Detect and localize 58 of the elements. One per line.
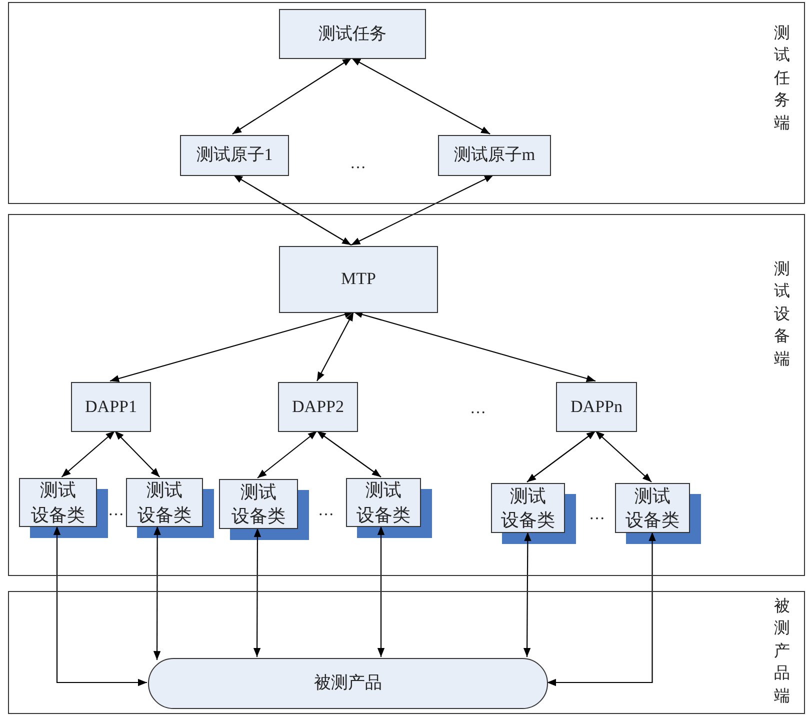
arrow (316, 312, 354, 382)
ellipsis-text: … (470, 400, 486, 418)
box-label: 测试设备类 (626, 484, 680, 532)
arrow (526, 430, 596, 482)
ellipsis-text: … (108, 502, 124, 520)
box-label: 测试设备类 (232, 480, 286, 528)
box-label: 测试设备类 (356, 479, 410, 526)
arrow (114, 430, 160, 478)
arrow (595, 430, 652, 482)
arrow (53, 526, 147, 686)
arrow (523, 532, 532, 657)
arrow (61, 430, 116, 478)
process-box (219, 479, 298, 529)
process-box (346, 478, 421, 527)
arrow (353, 311, 596, 382)
section-title: 测试任务端 (774, 24, 790, 134)
product-box (148, 658, 548, 709)
process-box (71, 382, 151, 432)
section-band (8, 214, 805, 576)
process-box (279, 9, 426, 59)
arrow (547, 532, 656, 686)
arrow (253, 528, 262, 657)
arrow (377, 526, 385, 657)
ellipsis-text: … (318, 502, 334, 520)
box-label: MTP (341, 268, 376, 290)
section-title: 测试设备端 (774, 260, 790, 370)
arrow (233, 174, 352, 246)
box-label: DAPP1 (85, 396, 137, 418)
box-label: 测试任务 (318, 22, 386, 45)
arrow (257, 430, 318, 478)
box-label: 测试原子m (454, 144, 536, 166)
process-box (491, 483, 565, 533)
arrow (110, 311, 354, 382)
section-band (8, 2, 805, 204)
process-box (279, 246, 438, 313)
process-box (180, 135, 289, 176)
box-label: 测试设备类 (501, 484, 555, 532)
process-box (556, 382, 637, 432)
arrow (153, 526, 161, 660)
arrow (316, 430, 382, 478)
section-band (8, 591, 805, 714)
process-box (19, 478, 97, 527)
arrow (351, 58, 490, 134)
section-title: 被测产品端 (774, 596, 790, 707)
box-label: 被测产品 (314, 672, 382, 694)
box-label: 测试原子1 (196, 144, 273, 166)
box-label: 测试设备类 (31, 479, 85, 526)
ellipsis-text: … (350, 155, 366, 173)
process-box (438, 135, 551, 176)
arrow (232, 58, 352, 134)
box-label: DAPP2 (292, 396, 344, 418)
process-box (615, 483, 690, 533)
box-label: DAPPn (570, 396, 622, 418)
box-label: 测试设备类 (138, 479, 192, 526)
ellipsis-text: … (589, 506, 605, 524)
arrow (350, 174, 494, 246)
process-box (126, 478, 203, 527)
process-box (278, 382, 358, 432)
